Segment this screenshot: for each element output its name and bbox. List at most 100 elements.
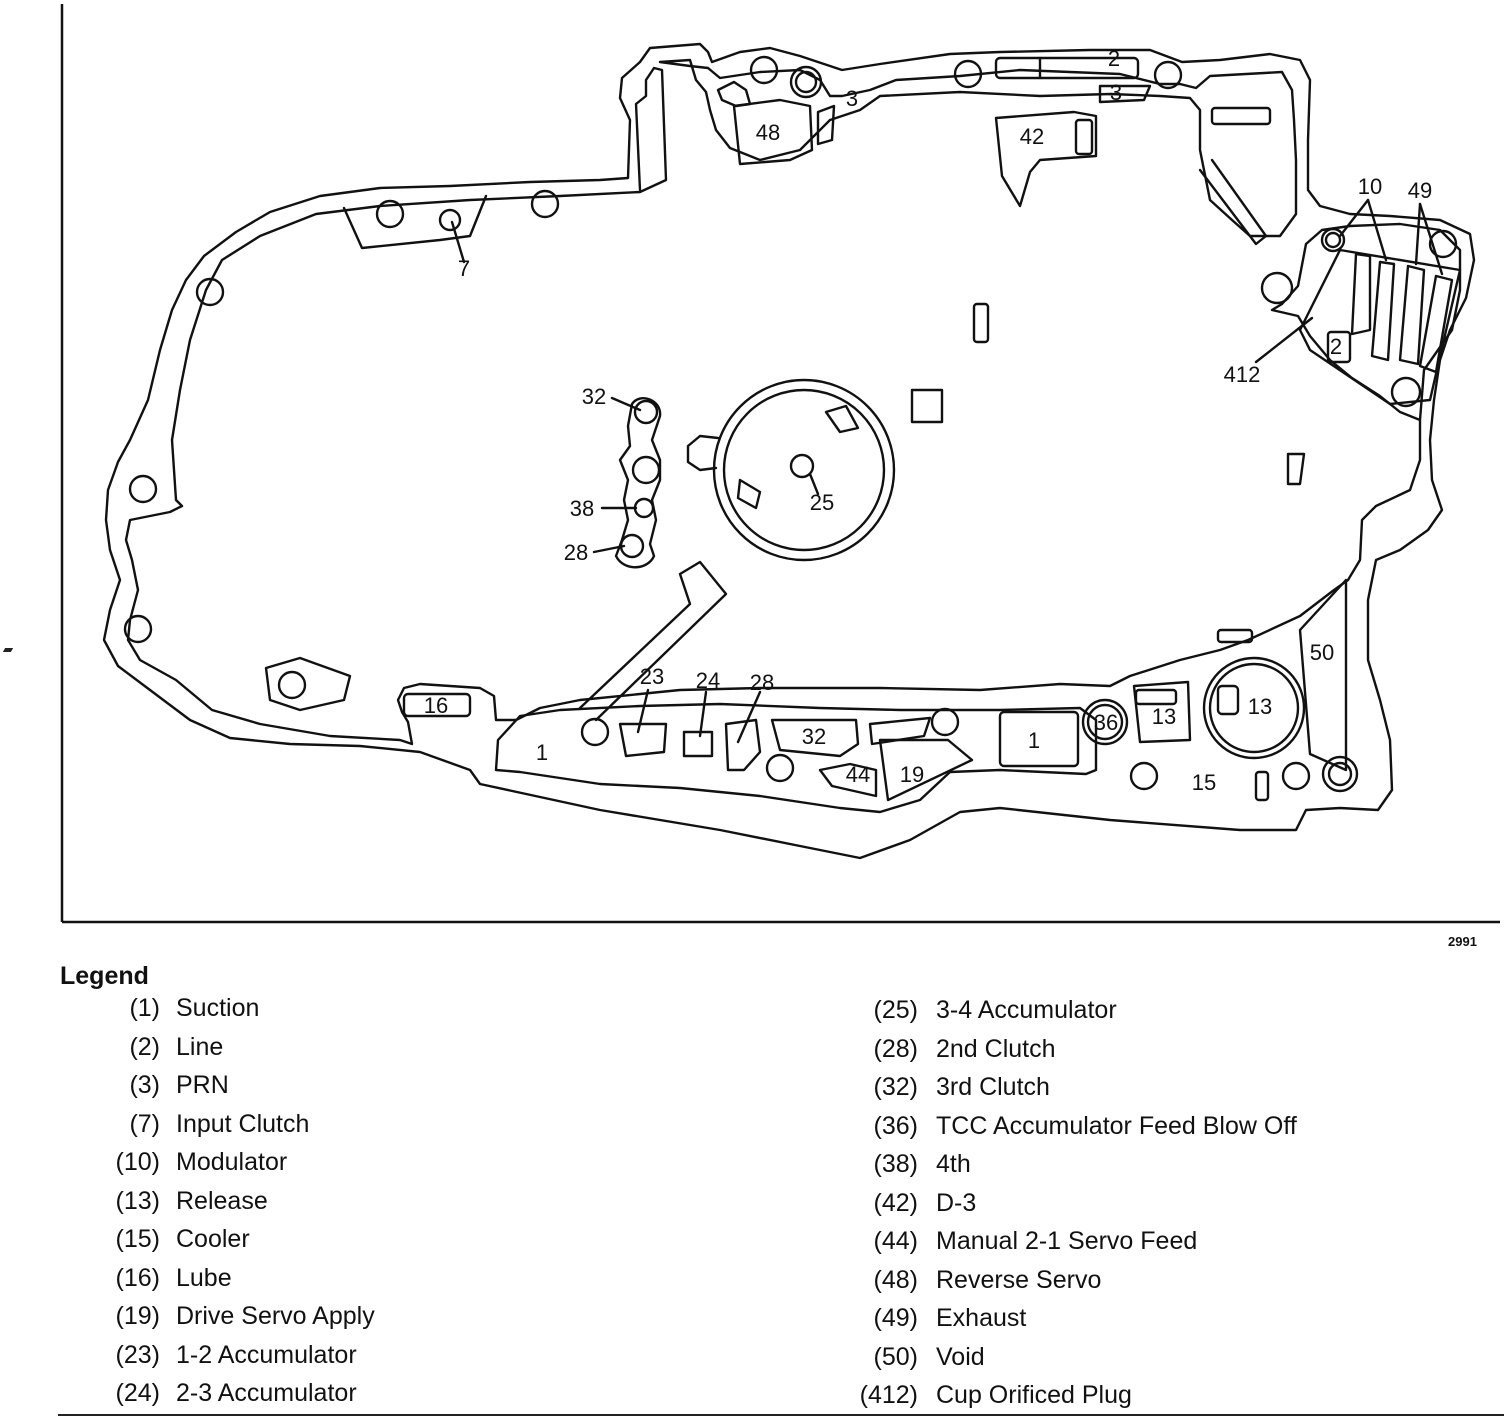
hole-38 bbox=[633, 497, 655, 519]
legend-title: Legend bbox=[60, 962, 149, 990]
legend-number: (7) bbox=[129, 1109, 160, 1138]
callout-28: 28 bbox=[564, 540, 588, 565]
legend-number: (48) bbox=[873, 1265, 918, 1294]
legend-text: Void bbox=[936, 1342, 985, 1371]
legend-text: Exhaust bbox=[936, 1304, 1027, 1332]
pocket-23 bbox=[618, 722, 668, 758]
legend-text: Lube bbox=[176, 1263, 232, 1292]
legend-number: (38) bbox=[873, 1150, 918, 1178]
leader-23 bbox=[636, 688, 650, 734]
pocket-42 bbox=[994, 110, 1098, 208]
legend-number: (15) bbox=[115, 1225, 160, 1253]
bolt-hole bbox=[1321, 755, 1359, 793]
callout-15: 15 bbox=[1192, 770, 1216, 795]
bottom-rule bbox=[58, 1414, 1504, 1416]
legend-text: 3rd Clutch bbox=[936, 1073, 1050, 1101]
lower-left-pocket bbox=[264, 656, 352, 712]
pocket-28 bbox=[724, 718, 762, 772]
leader-7 bbox=[450, 220, 466, 264]
callout-10: 10 bbox=[1358, 174, 1382, 199]
bolt-hole bbox=[1281, 761, 1311, 791]
callout-3-top: 3 bbox=[1110, 80, 1122, 105]
legend-text: 2-3 Accumulator bbox=[176, 1379, 357, 1407]
legend-text: 4th bbox=[936, 1150, 971, 1178]
bolt-hole bbox=[195, 277, 225, 307]
gasket-inner-outline bbox=[658, 58, 1298, 238]
callout-13-left: 13 bbox=[1152, 704, 1176, 729]
callout-42: 42 bbox=[1020, 124, 1044, 149]
legend-text: Reverse Servo bbox=[936, 1265, 1102, 1294]
bolt-hole bbox=[789, 65, 823, 99]
bolt-hole bbox=[1153, 60, 1183, 90]
legend-text: 3-4 Accumulator bbox=[936, 996, 1117, 1024]
callout-19: 19 bbox=[900, 762, 924, 787]
bolt-hole bbox=[765, 753, 795, 783]
bolt-hole bbox=[794, 70, 818, 94]
legend-number: (3) bbox=[129, 1071, 160, 1099]
bolt-hole bbox=[1129, 761, 1159, 791]
callout-48: 48 bbox=[756, 120, 780, 145]
leader-49a bbox=[1414, 202, 1422, 266]
bolt-hole bbox=[1390, 376, 1422, 408]
legend-number: (49) bbox=[873, 1304, 918, 1332]
tcc-blowoff-hole bbox=[1086, 703, 1124, 741]
square-port bbox=[910, 388, 944, 424]
legend-text: D-3 bbox=[936, 1188, 977, 1217]
callout-44: 44 bbox=[846, 762, 870, 787]
slot-13 bbox=[1134, 688, 1178, 706]
diagonal-passage bbox=[578, 560, 728, 722]
slot bbox=[1074, 118, 1094, 156]
callout-2-right: 2 bbox=[1330, 334, 1342, 359]
valve-body-gasket-diagram: 48 3 42 2 3 10 49 2 412 7 32 38 28 25 50… bbox=[60, 4, 1500, 924]
slot bbox=[1254, 770, 1270, 802]
callout-1-left: 1 bbox=[536, 740, 548, 765]
accumulator-notch bbox=[686, 434, 720, 472]
callout-3: 3 bbox=[846, 86, 858, 111]
legend-number: (36) bbox=[873, 1111, 918, 1140]
release-bore-slot bbox=[1216, 684, 1240, 716]
legend-text: Line bbox=[176, 1032, 224, 1061]
accumulator-bore-inner bbox=[722, 388, 886, 552]
legend-text: TCC Accumulator Feed Blow Off bbox=[936, 1111, 1297, 1140]
legend-number: (23) bbox=[115, 1340, 160, 1369]
callout-412: 412 bbox=[1224, 362, 1261, 387]
hole-mid bbox=[631, 455, 661, 485]
legend-number: (24) bbox=[115, 1379, 160, 1407]
callout-38: 38 bbox=[570, 496, 594, 521]
leader-49b bbox=[1418, 202, 1444, 276]
callout-16: 16 bbox=[424, 693, 448, 718]
pocket-13 bbox=[1132, 680, 1192, 744]
legend-number: (13) bbox=[115, 1186, 160, 1215]
legend-number: (412) bbox=[859, 1381, 918, 1409]
accumulator-port-arc bbox=[824, 404, 860, 434]
slot bbox=[972, 302, 990, 344]
leader-10a bbox=[1338, 198, 1370, 238]
legend-number: (25) bbox=[873, 996, 918, 1024]
bolt-hole bbox=[128, 474, 158, 504]
pocket-44 bbox=[818, 762, 878, 798]
callout-7: 7 bbox=[458, 256, 470, 281]
rib-49 bbox=[1398, 264, 1426, 366]
bolt-hole bbox=[530, 189, 560, 219]
pocket-32 bbox=[770, 718, 860, 758]
leader-32 bbox=[610, 396, 642, 412]
leader-25 bbox=[808, 472, 820, 496]
bolt-hole bbox=[375, 199, 405, 229]
legend-text: Manual 2-1 Servo Feed bbox=[936, 1227, 1198, 1255]
pocket-upper-19 bbox=[868, 716, 932, 746]
slot-2-top bbox=[994, 56, 1140, 80]
callout-2-top: 2 bbox=[1108, 46, 1120, 71]
accumulator-port-arc bbox=[736, 478, 762, 510]
legend-number: (42) bbox=[873, 1188, 918, 1217]
callout-24: 24 bbox=[696, 668, 720, 693]
gasket-body-inner bbox=[124, 66, 1462, 746]
rib bbox=[1370, 260, 1396, 362]
bolt-hole bbox=[953, 59, 983, 89]
callout-49: 49 bbox=[1408, 178, 1432, 203]
slot-2-right bbox=[1326, 330, 1352, 364]
pocket-24 bbox=[682, 730, 714, 758]
bolt-hole bbox=[277, 670, 307, 700]
callout-23: 23 bbox=[640, 664, 664, 689]
legend-text: Drive Servo Apply bbox=[176, 1302, 375, 1330]
pocket-48-ear bbox=[716, 80, 752, 108]
